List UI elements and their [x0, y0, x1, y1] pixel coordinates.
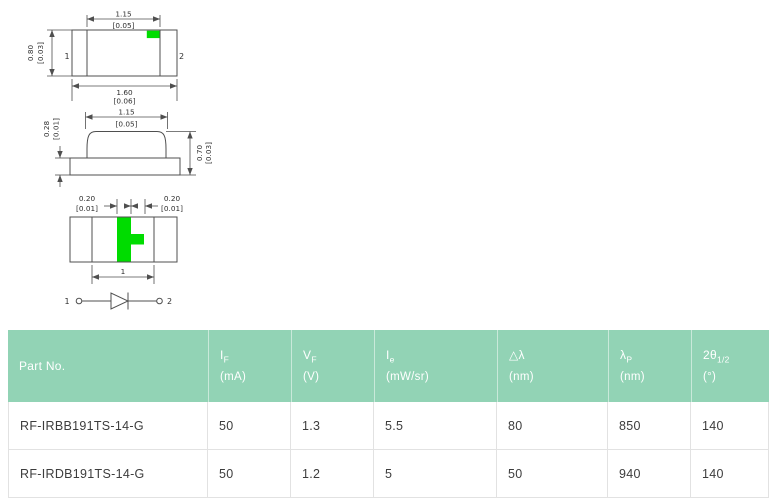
dim-total-height-in: [0.03] — [204, 142, 213, 164]
top-view-body — [71, 29, 178, 77]
cell-lambda-p: 850 — [608, 402, 691, 449]
dim-base-height-mm: 0.28 — [42, 121, 51, 138]
col-header-lambda-p: λP (nm) — [608, 330, 691, 402]
col-header-unit: (mA) — [220, 370, 247, 383]
cell-part-no: RF-IRDB191TS-14-G — [8, 450, 208, 497]
table-row: RF-IRDB191TS-14-G 50 1.2 5 50 940 140 — [8, 450, 769, 498]
bottom-pad-bar — [117, 217, 131, 262]
col-header-unit: (°) — [703, 370, 717, 383]
dim-left-pad-in: [0.01] — [76, 204, 98, 213]
cell-delta-lambda: 50 — [497, 450, 608, 497]
dim-total-height-mm: 0.70 — [195, 145, 204, 162]
dim-total-width-in: [0.06] — [114, 97, 136, 106]
cell-lambda-p: 940 — [608, 450, 691, 497]
dim-side-top-mm: 1.15 — [118, 108, 134, 117]
diode-circuit-symbol: 1 2 — [64, 292, 172, 310]
anode-terminal — [75, 297, 83, 305]
cell-delta-lambda: 80 — [497, 402, 608, 449]
bottom-pad-tab — [131, 234, 144, 245]
dim-right-pad-mm: 0.20 — [164, 194, 181, 203]
col-header-viewing-angle: 2θ1/2 (°) — [691, 330, 769, 402]
cell-vf: 1.3 — [291, 402, 374, 449]
dim-total-width-mm: 1.60 — [116, 88, 133, 97]
cathode-mark — [146, 30, 160, 39]
circuit-pin1-label: 1 — [64, 297, 69, 306]
col-header-ie: Ie (mW/sr) — [374, 330, 497, 402]
pin1-label: 1 — [64, 52, 69, 61]
package-drawing: 1 2 1.15 [0.05] 0.80 [0.03] 1.60 [0.06] … — [0, 0, 270, 325]
col-header-if: IF (mA) — [208, 330, 291, 402]
side-view: 1.15 [0.05] 0.28 [0.01] 0.70 [0.03] — [42, 108, 213, 187]
col-header-unit: (nm) — [509, 370, 534, 383]
col-header-delta-lambda: △λ (nm) — [497, 330, 608, 402]
dim-base-height-in: [0.01] — [52, 118, 61, 140]
dim-right-pad-in: [0.01] — [161, 204, 183, 213]
diode-triangle — [110, 292, 130, 310]
table-row: RF-IRBB191TS-14-G 50 1.3 5.5 80 850 140 — [8, 402, 769, 450]
dim-inner-width-in: [0.05] — [113, 21, 135, 30]
dim-side-top-in: [0.05] — [116, 120, 138, 129]
col-header-unit: (mW/sr) — [386, 370, 429, 383]
top-view: 1 2 1.15 [0.05] 0.80 [0.03] 1.60 [0.06] — [26, 10, 184, 106]
circuit-pin2-label: 2 — [167, 297, 172, 306]
bottom-view: 0.20 [0.01] 0.20 [0.01] 1 — [69, 194, 183, 284]
cell-if: 50 — [208, 402, 291, 449]
col-header-label: Part No. — [19, 359, 66, 373]
package-drawing-svg: 1 2 1.15 [0.05] 0.80 [0.03] 1.60 [0.06] … — [26, 10, 213, 310]
col-header-vf: VF (V) — [291, 330, 374, 402]
dim-height-mm: 0.80 — [26, 45, 35, 62]
col-header-unit: (V) — [303, 370, 320, 383]
spec-table: Part No. IF (mA) VF (V) Ie (mW/sr) △λ (n… — [8, 330, 769, 498]
spec-table-header: Part No. IF (mA) VF (V) Ie (mW/sr) △λ (n… — [8, 330, 769, 402]
col-header-unit: (nm) — [620, 370, 645, 383]
cell-if: 50 — [208, 450, 291, 497]
side-view-lens — [86, 131, 167, 159]
cell-vf: 1.2 — [291, 450, 374, 497]
cell-viewing-angle: 140 — [691, 450, 769, 497]
cell-part-no: RF-IRBB191TS-14-G — [8, 402, 208, 449]
side-view-base — [69, 157, 181, 176]
dim-inner-width-mm: 1.15 — [115, 10, 131, 19]
dim-left-pad-mm: 0.20 — [79, 194, 96, 203]
cathode-terminal — [156, 297, 163, 305]
dim-pitch: 1 — [121, 267, 126, 276]
cell-viewing-angle: 140 — [691, 402, 769, 449]
cell-ie: 5.5 — [374, 402, 497, 449]
col-header-part-no: Part No. — [8, 330, 208, 402]
cell-ie: 5 — [374, 450, 497, 497]
dim-height-in: [0.03] — [36, 42, 45, 64]
pin2-label: 2 — [179, 52, 184, 61]
